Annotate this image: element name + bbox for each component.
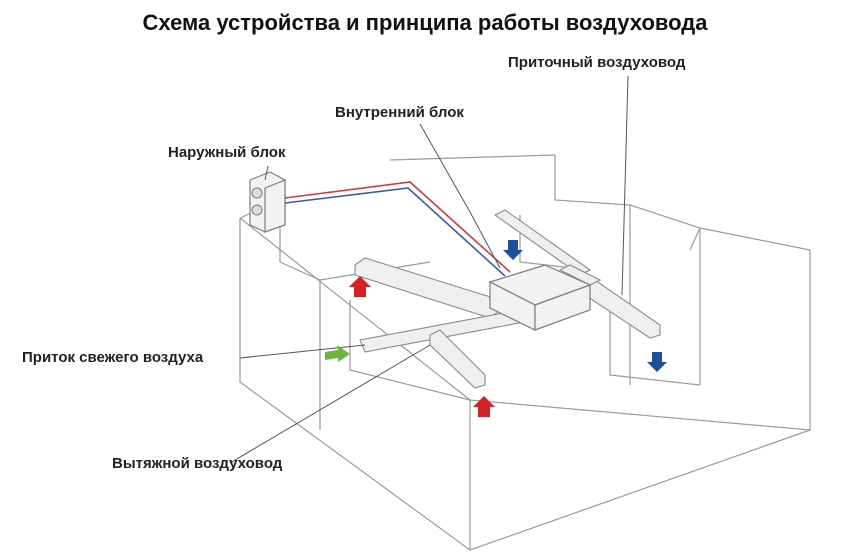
arrow-down-icon xyxy=(503,240,523,260)
label-supply-duct: Приточный воздуховод xyxy=(508,54,686,71)
outdoor-unit xyxy=(249,171,286,233)
leader-lines xyxy=(229,75,629,464)
label-indoor-unit: Внутренний блок xyxy=(335,104,464,121)
duct-network xyxy=(354,209,661,389)
label-outdoor-unit: Наружный блок xyxy=(168,144,286,161)
arrow-down-icon xyxy=(647,352,667,372)
arrow-up-icon xyxy=(349,276,371,297)
indoor-unit-box xyxy=(488,264,592,331)
arrow-down-icon xyxy=(503,240,667,372)
arrow-up-icon xyxy=(473,396,495,417)
refrigerant-pipes xyxy=(284,181,511,277)
diagram-title: Схема устройства и принципа работы возду… xyxy=(142,10,708,35)
arrow-right-icon xyxy=(325,345,350,362)
arrow-up-icon xyxy=(349,276,495,417)
label-fresh-air: Приток свежего воздуха xyxy=(22,349,204,366)
label-exhaust-duct: Вытяжной воздуховод xyxy=(112,455,283,472)
